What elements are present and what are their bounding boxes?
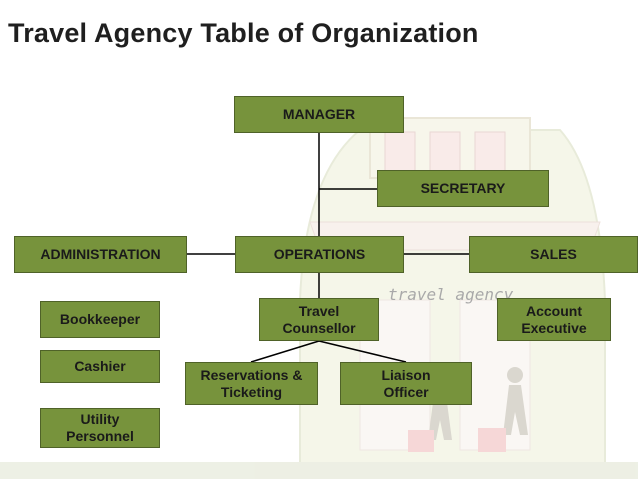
operations-label: OPERATIONS — [273, 246, 366, 262]
account-executive-label: Account Executive — [521, 302, 587, 336]
manager-box[interactable]: MANAGER — [234, 96, 404, 133]
travel-counsellor-label: Travel Counsellor — [282, 302, 356, 336]
administration-box[interactable]: ADMINISTRATION — [14, 236, 187, 273]
liaison-officer-box[interactable]: Liaison Officer — [340, 362, 472, 405]
bookkeeper-label: Bookkeeper — [59, 311, 141, 327]
reservations-ticketing-label: Reservations & Ticketing — [200, 366, 303, 400]
storefront-sign-text: travel agency — [388, 285, 514, 304]
secretary-box[interactable]: SECRETARY — [377, 170, 549, 207]
cashier-label: Cashier — [74, 358, 126, 374]
reservations-ticketing-box[interactable]: Reservations & Ticketing — [185, 362, 318, 405]
manager-label: MANAGER — [282, 106, 356, 122]
travel-counsellor-box[interactable]: Travel Counsellor — [259, 298, 379, 341]
utility-personnel-box[interactable]: Utility Personnel — [40, 408, 160, 448]
counsellor-liaison-line — [318, 340, 407, 363]
sales-box[interactable]: SALES — [469, 236, 638, 273]
account-executive-box[interactable]: Account Executive — [497, 298, 611, 341]
liaison-officer-label: Liaison Officer — [381, 366, 431, 400]
slide-title: Travel Agency Table of Organization — [8, 18, 479, 48]
secretary-label: SECRETARY — [420, 180, 506, 196]
administration-label: ADMINISTRATION — [40, 246, 161, 262]
cashier-box[interactable]: Cashier — [40, 350, 160, 383]
counsellor-reservations-line — [250, 340, 320, 363]
operations-box[interactable]: OPERATIONS — [235, 236, 404, 273]
utility-personnel-label: Utility Personnel — [66, 411, 134, 444]
bookkeeper-box[interactable]: Bookkeeper — [40, 301, 160, 338]
sales-label: SALES — [530, 246, 577, 262]
